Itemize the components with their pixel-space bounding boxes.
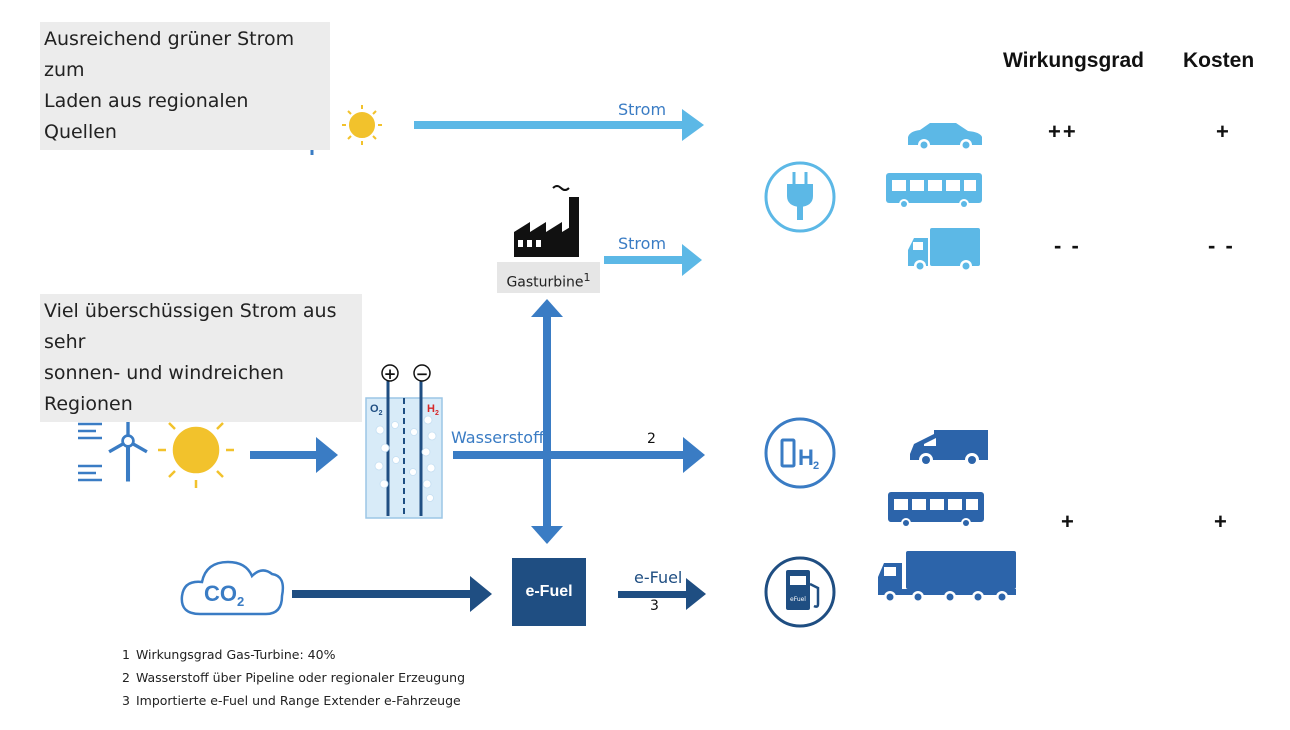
rating-truck-cost: - -	[1208, 233, 1235, 258]
vertical-arrow	[531, 299, 563, 544]
sun-icon	[342, 105, 382, 145]
wasserstoff-arrow	[453, 437, 705, 473]
fuel-station-icon: eFuel	[764, 556, 836, 628]
car-icon	[908, 123, 982, 151]
wind-icon-lower	[78, 422, 102, 482]
electrolyser-icon	[365, 364, 443, 519]
h2-label: H2	[427, 403, 439, 417]
svg-text:2: 2	[813, 460, 819, 472]
gasturbine-label: Gasturbine	[506, 274, 584, 291]
efuel-footnote-num: 3	[650, 598, 659, 614]
hydrogen-station-icon: H 2	[764, 417, 836, 489]
strom-arrow-top	[414, 109, 704, 141]
scenario-top-line2: Laden aus regionalen Quellen	[44, 90, 249, 143]
semi-truck-icon	[878, 551, 1016, 603]
wind-turbine-icon-lower	[109, 419, 147, 481]
arrow-co2-efuel	[292, 576, 492, 612]
rating-car-cost: +	[1216, 119, 1231, 144]
efuel-arrow-label: e-Fuel	[634, 568, 683, 587]
plug-icon	[764, 161, 836, 233]
svg-text:H: H	[798, 445, 814, 470]
scenario-bottom-line2: sonnen- und windreichen Regionen	[44, 362, 284, 415]
van-icon	[910, 430, 988, 467]
wasserstoff-label: Wasserstoff	[451, 428, 545, 447]
strom-label-gas: Strom	[618, 234, 667, 253]
efuel-box: e-Fuel	[512, 558, 586, 626]
rating-truck-efficiency: - -	[1054, 233, 1081, 258]
truck-icon	[908, 228, 980, 272]
minus-terminal: −	[416, 365, 429, 383]
rating-h2-efficiency: +	[1061, 509, 1076, 534]
sun-icon-lower	[158, 412, 234, 488]
gasturbine-footnote: 1	[583, 271, 591, 284]
efuel-arrow	[618, 578, 706, 610]
arrow-to-electrolyser	[250, 437, 338, 473]
factory-icon	[514, 185, 579, 257]
bus-icon	[886, 173, 982, 209]
wasserstoff-footnote-num: 2	[647, 431, 656, 447]
o2-label: O2	[370, 403, 383, 417]
header-cost: Kosten	[1183, 49, 1255, 72]
rating-h2-cost: +	[1214, 509, 1229, 534]
co2-cloud-icon	[180, 560, 285, 616]
rating-car-efficiency: ++	[1048, 119, 1078, 144]
co2-label: CO2	[204, 581, 244, 609]
scenario-bottom-box: Viel überschüssigen Strom aus sehr sonne…	[40, 294, 362, 422]
fuel-pump-label: eFuel	[790, 596, 806, 603]
scenario-top-box: Ausreichend grüner Strom zum Laden aus r…	[40, 22, 330, 150]
scenario-bottom-line1: Viel überschüssigen Strom aus sehr	[44, 300, 337, 353]
bus-icon-dark	[888, 492, 984, 528]
strom-arrow-gas	[604, 244, 702, 276]
strom-label-top: Strom	[618, 100, 667, 119]
scenario-top-line1: Ausreichend grüner Strom zum	[44, 28, 295, 81]
gasturbine-box: Gasturbine1	[497, 262, 600, 293]
header-efficiency: Wirkungsgrad	[1003, 49, 1144, 72]
plus-terminal: +	[384, 365, 397, 383]
